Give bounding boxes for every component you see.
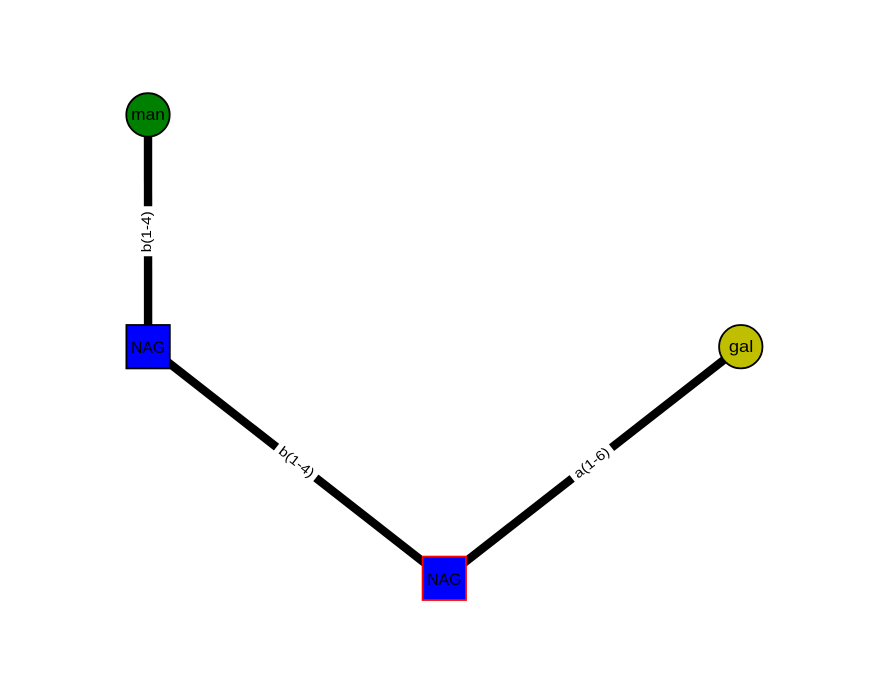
svg-text:b(1-4): b(1-4): [139, 211, 154, 252]
svg-text:gal: gal: [729, 337, 754, 356]
svg-text:NAG: NAG: [131, 338, 165, 357]
svg-text:NAG: NAG: [427, 570, 461, 589]
svg-text:man: man: [131, 105, 165, 124]
